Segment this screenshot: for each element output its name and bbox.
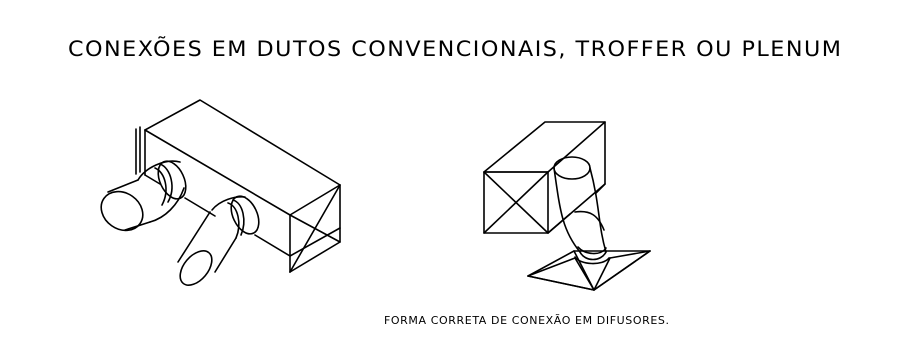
diffuser [528,251,650,290]
flex-duct-branch-upper [94,157,192,239]
rectangular-duct-right [484,122,605,233]
correct-connection-drawing [484,122,650,290]
rectangular-duct-left [136,100,340,272]
page-title: CONEXÕES EM DUTOS CONVENCIONAIS, TROFFER… [68,37,843,61]
curved-flex-duct [554,157,609,264]
diagram-caption: FORMA CORRETA DE CONEXÃO EM DIFUSORES. [384,314,670,327]
incorrect-connection-drawing [94,100,340,291]
flex-duct-branch-lower [174,192,264,291]
